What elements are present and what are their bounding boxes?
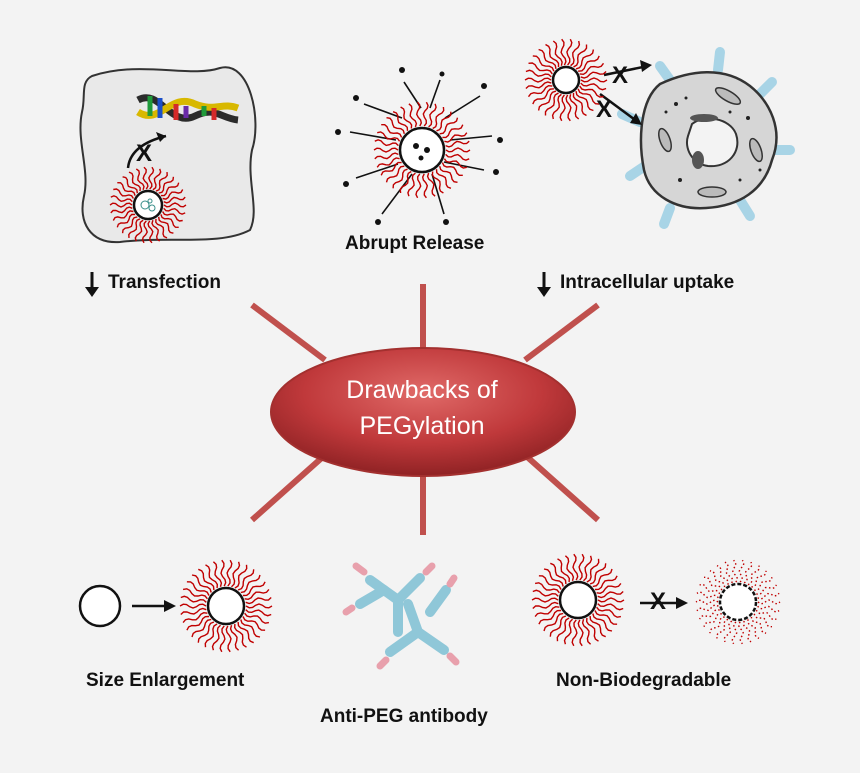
- spoke-upper-left: [250, 302, 327, 363]
- block-mark-transfection: X: [136, 140, 153, 167]
- bare-nanoparticle-icon: [78, 584, 122, 628]
- pegylated-nanoparticle-icon: [109, 166, 187, 244]
- cell-membrane-icon: [79, 66, 257, 244]
- antibody-icon: [342, 562, 460, 670]
- block-mark-uptake-bottom: X: [596, 96, 613, 123]
- spoke-lower-left: [250, 452, 327, 523]
- center-ellipse: [270, 347, 576, 477]
- release-dots: [335, 67, 503, 225]
- label-size-enlargement: Size Enlargement: [86, 670, 245, 691]
- pegylated-nanoparticle-icon: [373, 101, 471, 199]
- spoke-lower-right: [523, 452, 600, 523]
- uptake-arrows: [599, 64, 649, 124]
- center-title: Drawbacks of PEGylation: [272, 372, 572, 444]
- degraded-nanoparticle-icon: [695, 559, 781, 645]
- center-title-line1: Drawbacks of: [346, 376, 498, 404]
- down-arrow-icon: [85, 272, 99, 297]
- spoke-upper-right: [523, 302, 600, 363]
- pegylated-nanoparticle-icon: [179, 559, 273, 653]
- spokes: [250, 284, 600, 535]
- pegylated-nanoparticle-icon: [524, 38, 608, 122]
- dna-helix-icon: [136, 94, 240, 124]
- label-transfection: Transfection: [108, 272, 221, 293]
- center-title-line2: PEGylation: [359, 412, 485, 440]
- target-cell-icon: [617, 47, 795, 229]
- label-abrupt-release: Abrupt Release: [345, 233, 485, 254]
- block-mark-uptake-top: X: [612, 62, 629, 89]
- right-arrow-icon: [164, 600, 176, 612]
- block-mark-degradation: X: [650, 588, 667, 615]
- down-arrow-icon: [537, 272, 551, 297]
- label-intracellular-uptake: Intracellular uptake: [560, 272, 735, 293]
- label-non-biodegradable: Non-Biodegradable: [556, 670, 732, 691]
- label-anti-peg-antibody: Anti-PEG antibody: [320, 706, 488, 727]
- pegylated-nanoparticle-icon: [531, 553, 625, 647]
